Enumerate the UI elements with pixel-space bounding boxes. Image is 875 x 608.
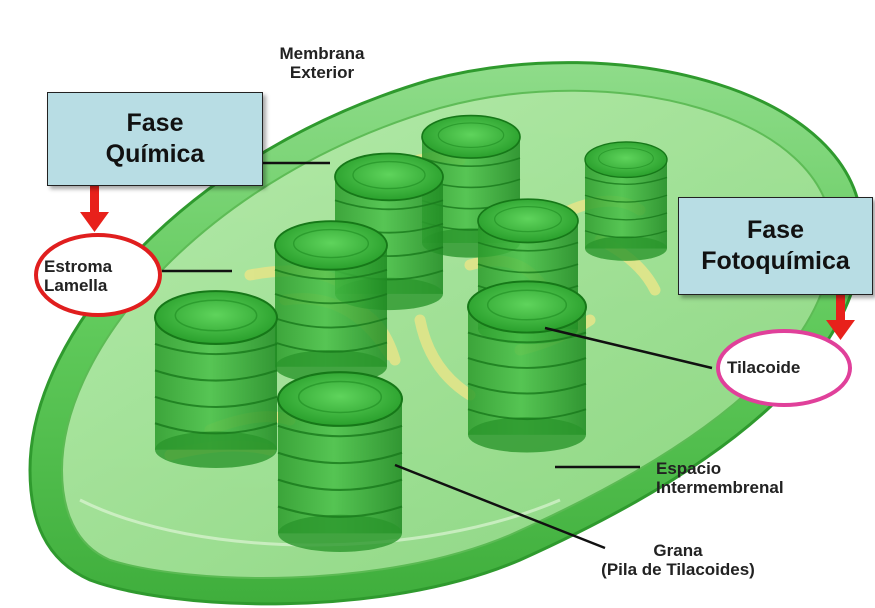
granum-front-right (468, 281, 586, 452)
label-intermembrane-space-line2: Intermembrenal (656, 478, 784, 497)
label-outer-membrane: Membrana Exterior (264, 44, 380, 82)
label-intermembrane-space-line1: Espacio (656, 459, 784, 478)
label-grana-line1: Grana (560, 541, 796, 560)
label-intermembrane-space: Espacio Intermembrenal (656, 459, 784, 497)
label-grana: Grana (Pila de Tilacoides) (560, 541, 796, 579)
chemical-phase-box: Fase Química (47, 92, 263, 186)
label-outer-membrane-line1: Membrana (264, 44, 380, 63)
chemical-phase-line1: Fase (127, 108, 184, 139)
arrow-chemical-phase (80, 183, 109, 232)
chemical-phase-line2: Química (106, 139, 205, 170)
label-thylakoid: Tilacoide (727, 358, 800, 377)
granum-front-center (278, 372, 402, 552)
label-grana-line2: (Pila de Tilacoides) (560, 560, 796, 579)
label-stroma-lamella-line1: Estroma (44, 257, 112, 276)
label-outer-membrane-line2: Exterior (264, 63, 380, 82)
granum-mid-left (275, 221, 387, 383)
granum-back-right (585, 142, 667, 261)
photochemical-phase-box: Fase Fotoquímica (678, 197, 873, 295)
granum-front-left (155, 291, 277, 468)
photochemical-phase-line2: Fotoquímica (701, 246, 850, 277)
label-stroma-lamella-line2: Lamella (44, 276, 112, 295)
label-stroma-lamella: Estroma Lamella (44, 257, 112, 295)
photochemical-phase-line1: Fase (747, 215, 804, 246)
